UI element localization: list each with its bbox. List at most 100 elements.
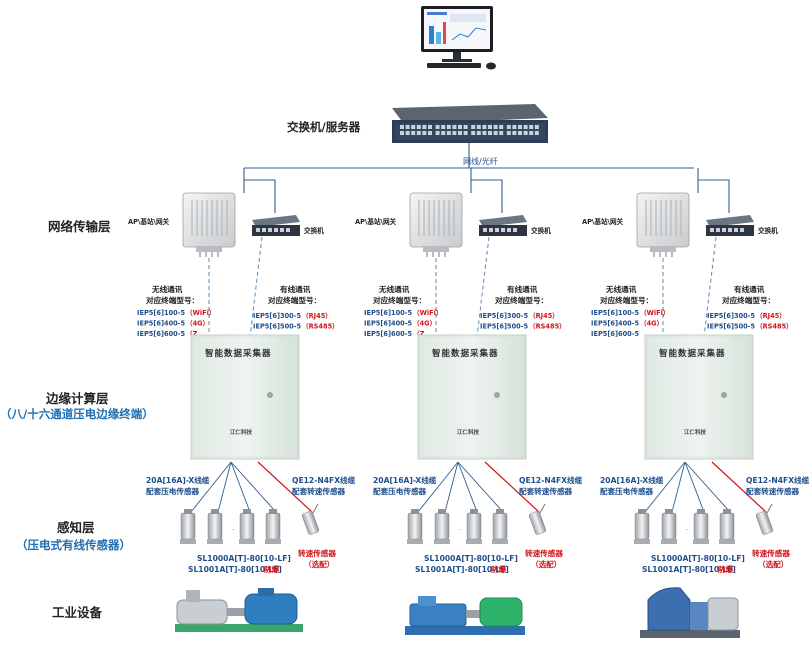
wireless-title: 无线通讯	[605, 284, 637, 294]
switch-port	[416, 125, 421, 129]
access-switch-icon	[706, 215, 754, 236]
switch-port	[405, 125, 410, 129]
sensor-model-1: SL1000A[T]-80[10-LF]	[197, 554, 291, 563]
wireless-title: 无线通讯	[378, 284, 410, 294]
wireless-model-tag: （Z	[186, 330, 198, 338]
switch-port	[529, 131, 534, 135]
explosion-proof-label: 防爆	[718, 564, 734, 574]
switch-port	[476, 131, 481, 135]
wired-subtitle: 对应终端型号：	[495, 295, 548, 305]
edge-layer-sublabel: （八/十六通道压电边缘终端）	[0, 407, 154, 421]
switch-port	[523, 125, 528, 129]
pump-motor-equipment	[405, 596, 525, 635]
wired-model-tag: （RJ45）	[529, 312, 559, 320]
switch-port	[428, 125, 432, 129]
speed-sensor-label: 转速传感器	[525, 548, 563, 558]
column-3: AP\基站\网关交换机无线通讯对应终端型号：IEP5[6]100-5（WiFi）…	[582, 168, 810, 574]
wired-model: IEP5[6]500-5	[707, 323, 755, 331]
wireless-model: IEP5[6]400-5	[591, 320, 639, 328]
switch-port	[411, 125, 416, 129]
switch-port	[512, 131, 517, 135]
wired-model: IEP5[6]300-5	[480, 312, 528, 320]
wired-title: 有线通讯	[507, 284, 538, 294]
wired-model-tag: （RS485）	[756, 323, 793, 331]
bus-drop-line	[471, 179, 503, 213]
switch-port	[446, 125, 451, 129]
sensor-cable	[417, 461, 459, 513]
cable-label-right-2: 配套转速传感器	[746, 486, 800, 496]
switch-port	[512, 125, 517, 129]
wireless-model: IEP5[6]600-5	[364, 330, 412, 338]
wired-model-tag: （RS485）	[302, 323, 339, 331]
bus-drop-line	[698, 179, 730, 213]
speed-sensor-icon	[755, 503, 774, 535]
switch-port	[506, 125, 511, 129]
switch-port	[422, 125, 427, 129]
optional-label: （选配）	[531, 559, 561, 569]
speed-sensor-cable	[711, 461, 767, 513]
wireless-model-tag: （WiFi）	[186, 309, 216, 317]
wired-model: IEP5[6]500-5	[480, 323, 528, 331]
wireless-model: IEP5[6]400-5	[137, 320, 185, 328]
switch-port	[493, 131, 498, 135]
cable-label-right-1: QE12-N4FX线缆	[292, 475, 356, 485]
wired-subtitle: 对应终端型号：	[722, 295, 775, 305]
switch-port	[452, 131, 457, 135]
switch-port	[458, 131, 462, 135]
sensor-model-1: SL1000A[T]-80[10-LF]	[651, 554, 745, 563]
switch-port	[482, 125, 487, 129]
cable-label-right-2: 配套转速传感器	[292, 486, 346, 496]
wireless-model: IEP5[6]100-5	[591, 309, 639, 317]
cable-label-left-1: 20A[16A]-X线缆	[600, 475, 664, 485]
piezo-sensor-icon	[661, 509, 677, 544]
sensor-model-2: SL1001A[T]-80[10-LF]	[415, 565, 509, 574]
wireless-model-tag: （WiFi）	[640, 309, 670, 317]
collector-title: 智能数据采集器	[204, 348, 272, 359]
wireless-model-tag: （WiFi）	[413, 309, 443, 317]
ap-gateway-label: AP\基站\网关	[582, 217, 624, 226]
speed-sensor-icon	[301, 503, 320, 535]
sensor-cable	[217, 461, 232, 513]
switch-port	[452, 125, 457, 129]
collector-brand: 江仁科技	[457, 428, 480, 436]
wired-subtitle: 对应终端型号：	[268, 295, 321, 305]
switch-port	[435, 131, 440, 135]
access-switch-label: 交换机	[531, 226, 551, 235]
switch-port	[416, 131, 421, 135]
wired-model-tag: （RJ45）	[756, 312, 786, 320]
lock-icon	[267, 392, 273, 398]
edge-layer-label: 边缘计算层	[45, 391, 109, 406]
optional-label: （选配）	[758, 559, 788, 569]
sensor-cable	[684, 461, 705, 513]
link-label: 网线/光纤	[463, 156, 498, 166]
separator-dot: ·	[686, 526, 688, 534]
sensor-model-1: SL1000A[T]-80[10-LF]	[424, 554, 518, 563]
wireless-model: IEP5[6]100-5	[137, 309, 185, 317]
separator-dot: ·	[459, 526, 461, 534]
data-collector-cabinet	[644, 334, 754, 460]
wireless-model-tag: （4G）	[186, 320, 209, 328]
separator-dot: ·	[232, 526, 234, 534]
wired-title: 有线通讯	[280, 284, 311, 294]
switch-port	[523, 131, 528, 135]
switch-port	[405, 131, 410, 135]
wired-link	[703, 236, 717, 338]
cable-label-left-1: 20A[16A]-X线缆	[373, 475, 437, 485]
cable-label-left-2: 配套压电传感器	[373, 486, 427, 496]
switch-port	[518, 125, 522, 129]
sensor-cable	[230, 461, 277, 513]
switch-port	[471, 131, 476, 135]
wireless-model: IEP5[6]400-5	[364, 320, 412, 328]
wireless-model-tag: （4G）	[413, 320, 436, 328]
cable-label-left-2: 配套压电传感器	[146, 486, 200, 496]
explosion-proof-label: 防爆	[264, 564, 280, 574]
sensor-cable	[190, 461, 232, 513]
collector-brand: 江仁科技	[684, 428, 707, 436]
switch-port	[463, 131, 468, 135]
column-2: AP\基站\网关交换机无线通讯对应终端型号：IEP5[6]100-5（WiFi）…	[355, 168, 583, 574]
bus-drop-line	[244, 179, 276, 213]
data-collector-cabinet	[190, 334, 300, 460]
piezo-sensor-icon	[434, 509, 450, 544]
sensor-cable	[644, 461, 686, 513]
